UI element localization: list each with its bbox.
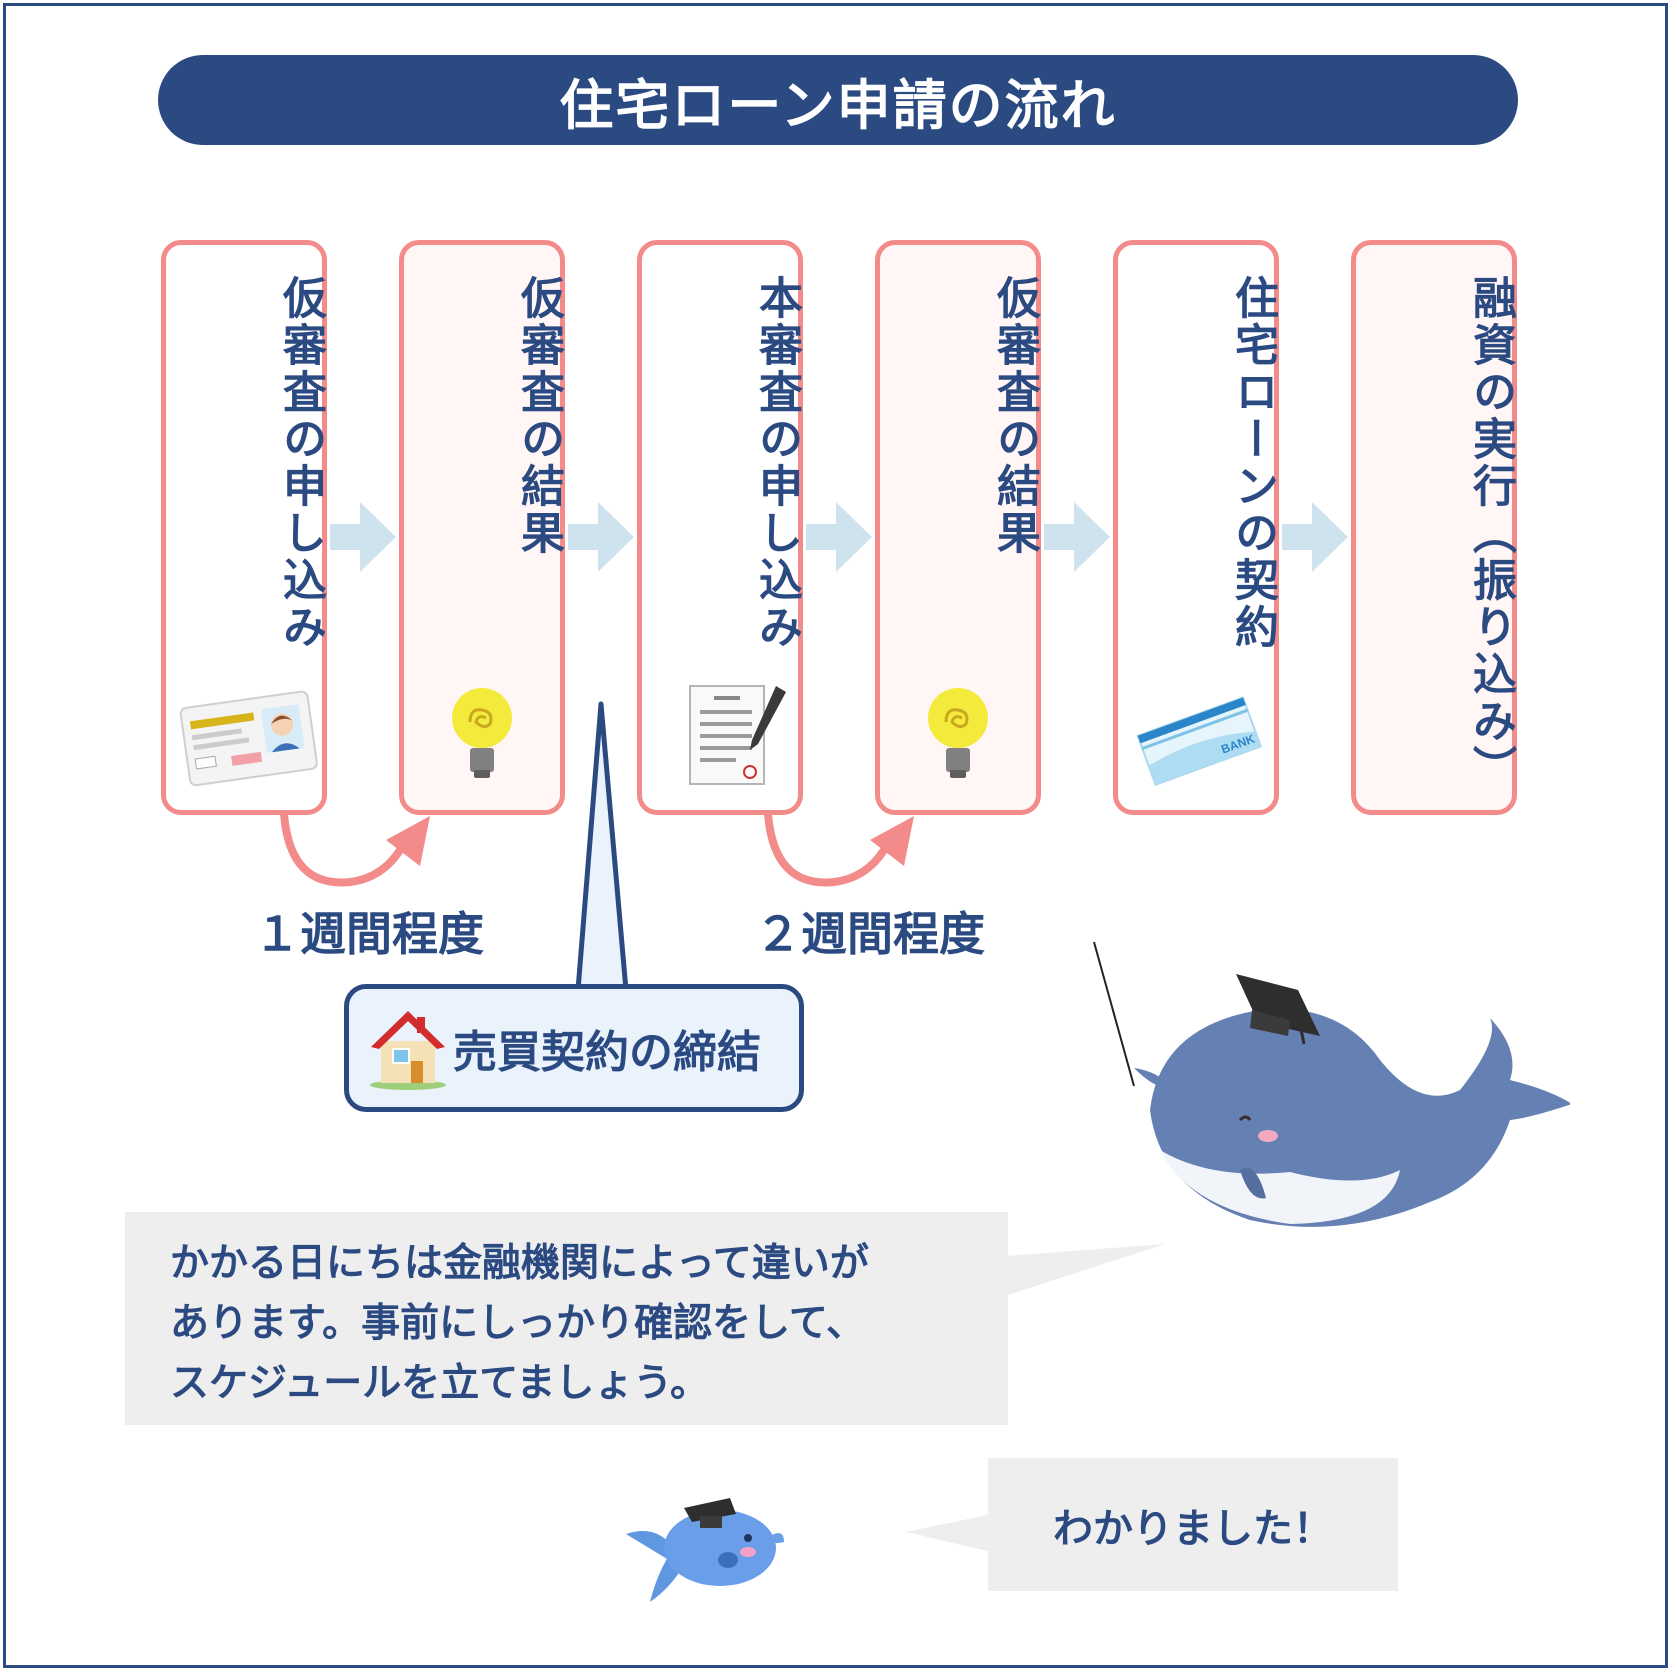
speech-tail-teacher: [1005, 1244, 1165, 1296]
outer-frame: [3, 3, 1668, 1668]
student-speech-bubble: わかりました！: [988, 1458, 1398, 1591]
callout-pointer: [575, 701, 629, 992]
step-label: 仮審査の結果: [513, 275, 564, 557]
duration-curve-arrow-2: [764, 813, 914, 887]
fish-student-icon: [626, 1498, 784, 1602]
contract-callout: 売買契約の締結: [344, 984, 804, 1112]
speech-line: あります。事前にしっかり確認をして、: [170, 1301, 865, 1346]
lightbulb-icon: [880, 678, 1036, 788]
next-arrow: [1282, 502, 1348, 572]
duration-label-2: ２週間程度: [755, 907, 985, 961]
step-label: 仮審査の結果: [989, 275, 1040, 557]
next-arrow: [568, 502, 634, 572]
step-card-3: 本審査の申し込み: [637, 240, 803, 815]
whale-teacher-icon: [1093, 941, 1570, 1227]
duration-curve-arrow-1: [280, 813, 430, 887]
house-icon: [367, 1005, 449, 1091]
step-label: 住宅ローンの契約: [1227, 275, 1278, 651]
step-card-6: 融資の実行（振り込み）: [1351, 240, 1517, 815]
speech-tail-student: [906, 1514, 992, 1552]
step-label: 仮審査の申し込み: [275, 275, 326, 651]
id-card-icon: [166, 678, 322, 788]
speech-line: かかる日にちは金融機関によって違いが: [170, 1241, 869, 1286]
step-label: 融資の実行（振り込み）: [1465, 275, 1516, 792]
lightbulb-icon: [404, 678, 560, 788]
page-title: 住宅ローン申請の流れ: [158, 55, 1518, 145]
speech-line: スケジュールを立てましょう。: [170, 1361, 709, 1406]
teacher-speech-bubble: かかる日にちは金融機関によって違いが あります。事前にしっかり確認をして、 スケ…: [125, 1212, 1008, 1425]
next-arrow: [806, 502, 872, 572]
step-card-1: 仮審査の申し込み: [161, 240, 327, 815]
next-arrow: [330, 502, 396, 572]
step-card-5: 住宅ローンの契約 BANK: [1113, 240, 1279, 815]
callout-text: 売買契約の締結: [453, 1027, 761, 1078]
step-label: 本審査の申し込み: [751, 275, 802, 651]
duration-label-1: １週間程度: [254, 907, 484, 961]
document-pen-icon: [642, 678, 798, 788]
step-card-2: 仮審査の結果: [399, 240, 565, 815]
bankbook-icon: BANK: [1118, 678, 1274, 788]
step-card-4: 仮審査の結果: [875, 240, 1041, 815]
next-arrow: [1044, 502, 1110, 572]
